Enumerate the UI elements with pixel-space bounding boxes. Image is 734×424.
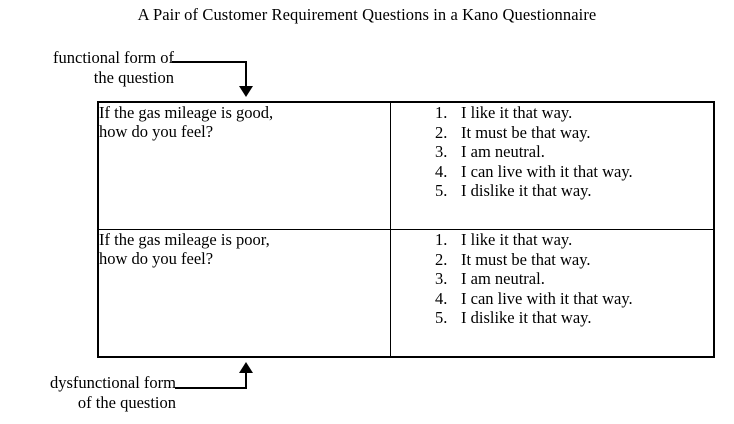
dysfunctional-answer-list: 1. I like it that way. 2. It must be tha…: [391, 230, 713, 328]
answer-text: It must be that way.: [461, 122, 591, 142]
dysfunctional-form-label-line1: dysfunctional form: [49, 373, 176, 392]
questionnaire-table-body: If the gas mileage is good, how do you f…: [97, 101, 715, 358]
answer-text: I am neutral.: [461, 142, 545, 162]
answer-number: 5.: [435, 181, 448, 201]
dysfunctional-form-label-line2: of the question: [77, 393, 176, 412]
functional-form-label: functional form of the question: [6, 48, 174, 88]
answer-text: I can live with it that way.: [461, 161, 633, 181]
answer-text: It must be that way.: [461, 249, 591, 269]
answer-number: 2.: [435, 249, 448, 269]
functional-question-cell: If the gas mileage is good, how do you f…: [97, 101, 391, 230]
list-item[interactable]: 1. I like it that way.: [435, 103, 713, 123]
table-row: If the gas mileage is poor, how do you f…: [97, 229, 715, 358]
functional-answer-list: 1. I like it that way. 2. It must be tha…: [391, 103, 713, 201]
questionnaire-table: If the gas mileage is good, how do you f…: [97, 101, 715, 358]
list-item[interactable]: 4. I can live with it that way.: [435, 162, 713, 182]
answer-number: 1.: [435, 103, 448, 122]
answer-number: 1.: [435, 230, 448, 249]
list-item[interactable]: 2. It must be that way.: [435, 123, 713, 143]
functional-question-text: If the gas mileage is good, how do you f…: [99, 103, 274, 141]
functional-form-label-line1: functional form of: [53, 48, 174, 67]
list-item[interactable]: 5. I dislike it that way.: [435, 181, 713, 201]
figure-title: A Pair of Customer Requirement Questions…: [137, 5, 597, 24]
functional-answers-cell: 1. I like it that way. 2. It must be tha…: [390, 101, 715, 230]
answer-number: 2.: [435, 122, 448, 142]
dysfunctional-form-label: dysfunctional form of the question: [4, 373, 176, 413]
dysfunctional-answers-cell: 1. I like it that way. 2. It must be tha…: [390, 229, 715, 358]
answer-text: I can live with it that way.: [461, 288, 633, 308]
dysfunctional-leader-horizontal-segment: [175, 387, 247, 389]
arrow-up-icon: [239, 362, 253, 373]
table-row: If the gas mileage is good, how do you f…: [97, 101, 715, 230]
list-item[interactable]: 2. It must be that way.: [435, 250, 713, 270]
dysfunctional-question-text: If the gas mileage is poor, how do you f…: [99, 230, 270, 268]
answer-number: 4.: [435, 288, 448, 308]
answer-text: I like it that way.: [461, 230, 573, 249]
functional-leader-horizontal-segment: [172, 61, 247, 63]
arrow-down-icon: [239, 86, 253, 97]
list-item[interactable]: 5. I dislike it that way.: [435, 308, 713, 328]
answer-text: I dislike it that way.: [461, 308, 592, 328]
dysfunctional-question-cell: If the gas mileage is poor, how do you f…: [97, 229, 391, 358]
list-item[interactable]: 3. I am neutral.: [435, 142, 713, 162]
answer-text: I like it that way.: [461, 103, 573, 122]
answer-text: I dislike it that way.: [461, 181, 592, 201]
list-item[interactable]: 3. I am neutral.: [435, 269, 713, 289]
list-item[interactable]: 1. I like it that way.: [435, 230, 713, 250]
answer-text: I am neutral.: [461, 269, 545, 289]
answer-number: 5.: [435, 308, 448, 328]
answer-number: 4.: [435, 161, 448, 181]
dysfunctional-leader-vertical-segment: [245, 372, 247, 389]
functional-form-label-line2: the question: [93, 68, 174, 87]
list-item[interactable]: 4. I can live with it that way.: [435, 289, 713, 309]
answer-number: 3.: [435, 269, 448, 289]
functional-leader-vertical-segment: [245, 61, 247, 89]
answer-number: 3.: [435, 142, 448, 162]
